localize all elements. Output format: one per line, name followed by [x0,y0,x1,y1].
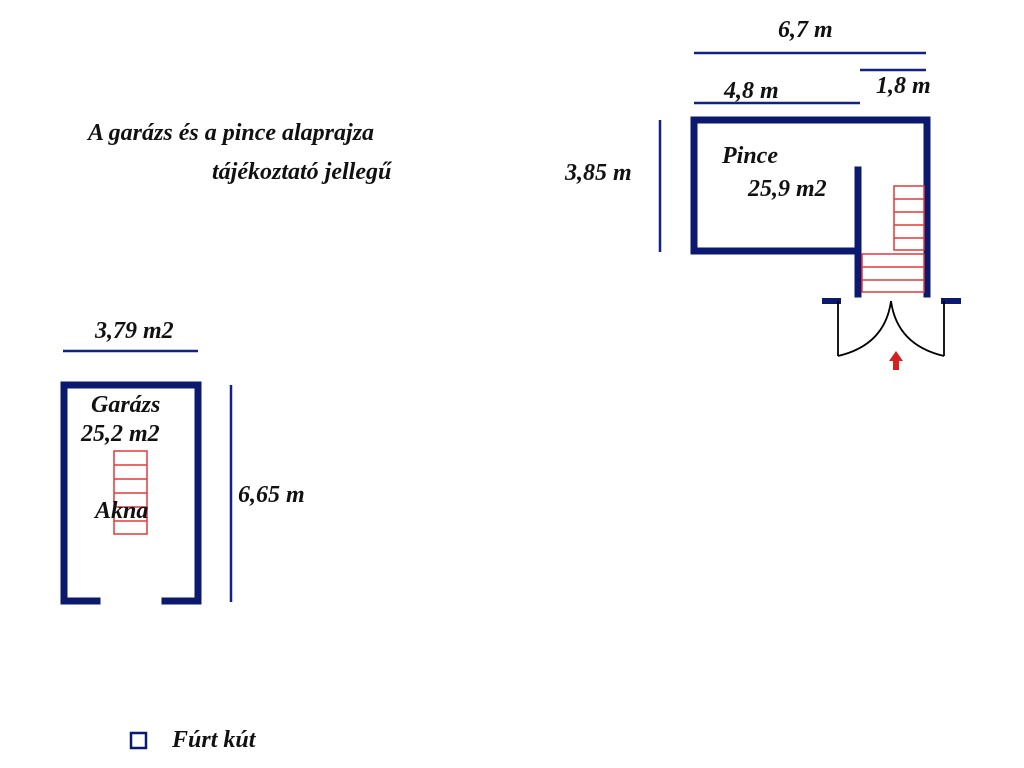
pince-stairs [861,185,925,293]
pince-stair-width-label: 1,8 m [876,73,931,99]
entrance-double-door [837,300,945,357]
legend-well-label: Fúrt kút [171,727,257,753]
garazs-room-area: 25,2 m2 [80,421,160,447]
plan-title-line2: tájékoztató jellegű [212,159,393,185]
garazs-pit-ladder [113,450,148,535]
garazs-width-label: 3,79 m2 [94,318,174,344]
pince-dimensions [658,51,926,252]
garazs-length-label: 6,65 m [238,482,305,508]
pince-height-label: 3,85 m [564,160,632,186]
garazs-walls [60,381,202,605]
pince-room-area: 25,9 m2 [747,176,827,202]
garazs-pit-label: Akna [93,498,148,524]
entry-arrow-icon [889,351,903,370]
garazs-room-name: Garázs [91,392,160,418]
well-symbol-icon [129,731,148,750]
pince-total-width-label: 6,7 m [778,17,833,43]
plan-title-line1: A garázs és a pince alaprajza [86,120,374,146]
pince-walls [690,116,931,298]
pince-room-width-label: 4,8 m [723,78,779,104]
pince-room-name: Pince [721,143,778,169]
